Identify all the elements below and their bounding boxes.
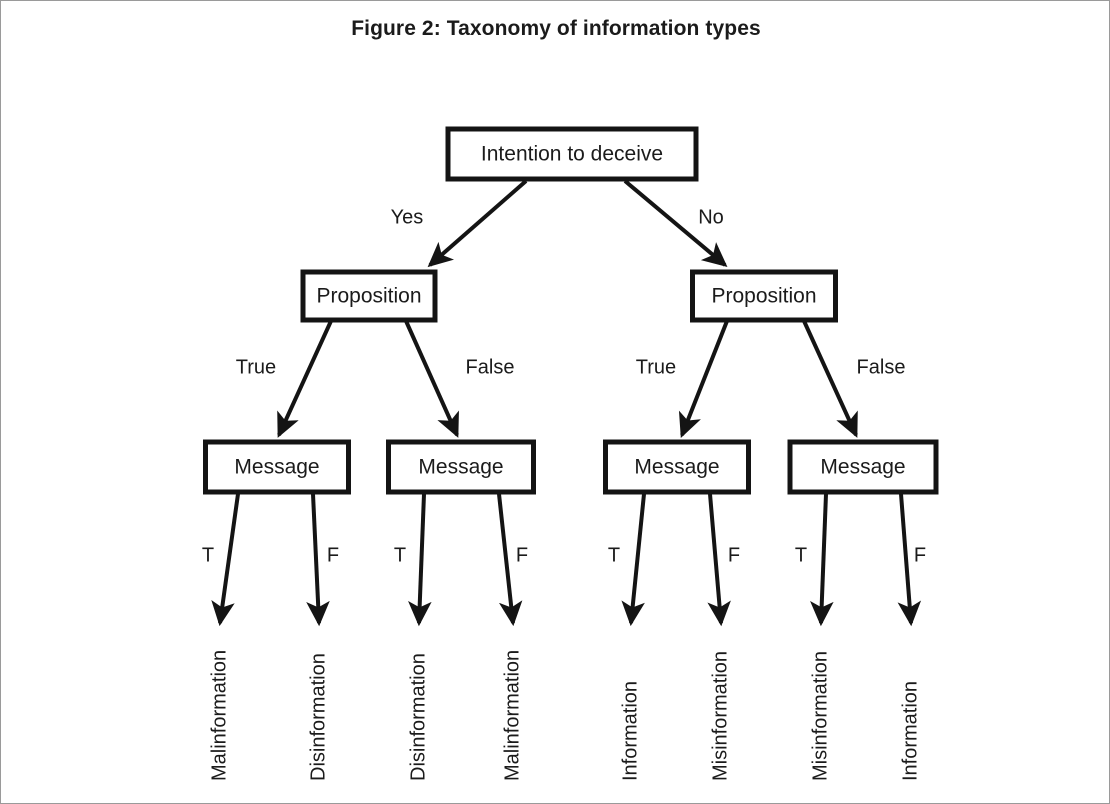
edge-label-e-m2-t: T (394, 544, 406, 566)
node-label-prop-no: Proposition (711, 285, 816, 308)
node-root[interactable]: Intention to deceive (445, 126, 699, 182)
edge-label-e-root-no: No (698, 206, 724, 228)
edges-layer (211, 179, 922, 627)
edge-e-no-false (802, 320, 858, 438)
leaf-label-leaf-2: Disinformation (307, 653, 329, 781)
edge-label-e-m1-t: T (202, 544, 214, 566)
node-box-rect (386, 439, 536, 495)
edge-label-e-yes-false: False (466, 356, 515, 378)
edge-e-m4-f (897, 493, 922, 627)
node-prop-yes[interactable]: Proposition (300, 269, 438, 323)
edge-label-e-m4-t: T (795, 544, 807, 566)
leaf-label-leaf-1: Malinformation (208, 650, 230, 781)
edge-e-root-no (623, 179, 728, 268)
leaf-label-leaf-3: Disinformation (407, 653, 429, 781)
node-box-rect (445, 126, 699, 182)
edge-e-no-true (678, 320, 729, 438)
node-msg-no-false[interactable]: Message (787, 439, 939, 495)
edge-label-e-no-true: True (636, 356, 676, 378)
node-box-rect (203, 439, 351, 495)
edge-label-e-no-false: False (857, 356, 906, 378)
edge-label-e-m2-f: F (516, 544, 528, 566)
leaves-layer: Malinformation Disinformation Disinformati… (208, 650, 921, 781)
node-msg-yes-true[interactable]: Message (203, 439, 351, 495)
edge-label-e-yes-true: True (236, 356, 276, 378)
leaf-label-leaf-4: Malinformation (501, 650, 523, 781)
node-label-prop-yes: Proposition (316, 285, 421, 308)
edge-label-e-m4-f: F (914, 544, 926, 566)
node-box-rect (787, 439, 939, 495)
node-msg-yes-false[interactable]: Message (386, 439, 536, 495)
node-prop-no[interactable]: Proposition (690, 269, 838, 323)
edge-label-e-m1-f: F (327, 544, 339, 566)
node-label-msg-no-true: Message (634, 456, 719, 479)
edge-e-m1-t (211, 493, 240, 627)
edge-e-root-yes (427, 179, 528, 268)
leaf-label-leaf-7: Misinformation (809, 651, 831, 781)
node-msg-no-true[interactable]: Message (603, 439, 751, 495)
node-box-rect (690, 269, 838, 323)
edge-e-m4-t (810, 493, 834, 627)
edge-e-yes-true (277, 320, 333, 438)
leaf-label-leaf-5: Information (619, 681, 641, 781)
edge-e-m1-f (306, 493, 330, 627)
page-title: Figure 2: Taxonomy of information types (351, 17, 761, 40)
edge-e-yes-false (404, 320, 459, 438)
edge-e-m2-f (497, 493, 523, 627)
leaf-label-leaf-6: Misinformation (709, 651, 731, 781)
edge-e-m3-f (707, 493, 731, 627)
edge-label-e-root-yes: Yes (391, 206, 424, 228)
edge-label-e-m3-f: F (728, 544, 740, 566)
edge-e-m3-t (621, 493, 646, 627)
node-label-root: Intention to deceive (481, 143, 663, 166)
leaf-label-leaf-8: Information (899, 681, 921, 781)
node-label-msg-no-false: Message (820, 456, 905, 479)
edge-label-e-m3-t: T (608, 544, 620, 566)
node-box-rect (300, 269, 438, 323)
node-box-rect (603, 439, 751, 495)
node-label-msg-yes-false: Message (418, 456, 503, 479)
edge-e-m2-t (408, 493, 432, 627)
node-label-msg-yes-true: Message (234, 456, 319, 479)
